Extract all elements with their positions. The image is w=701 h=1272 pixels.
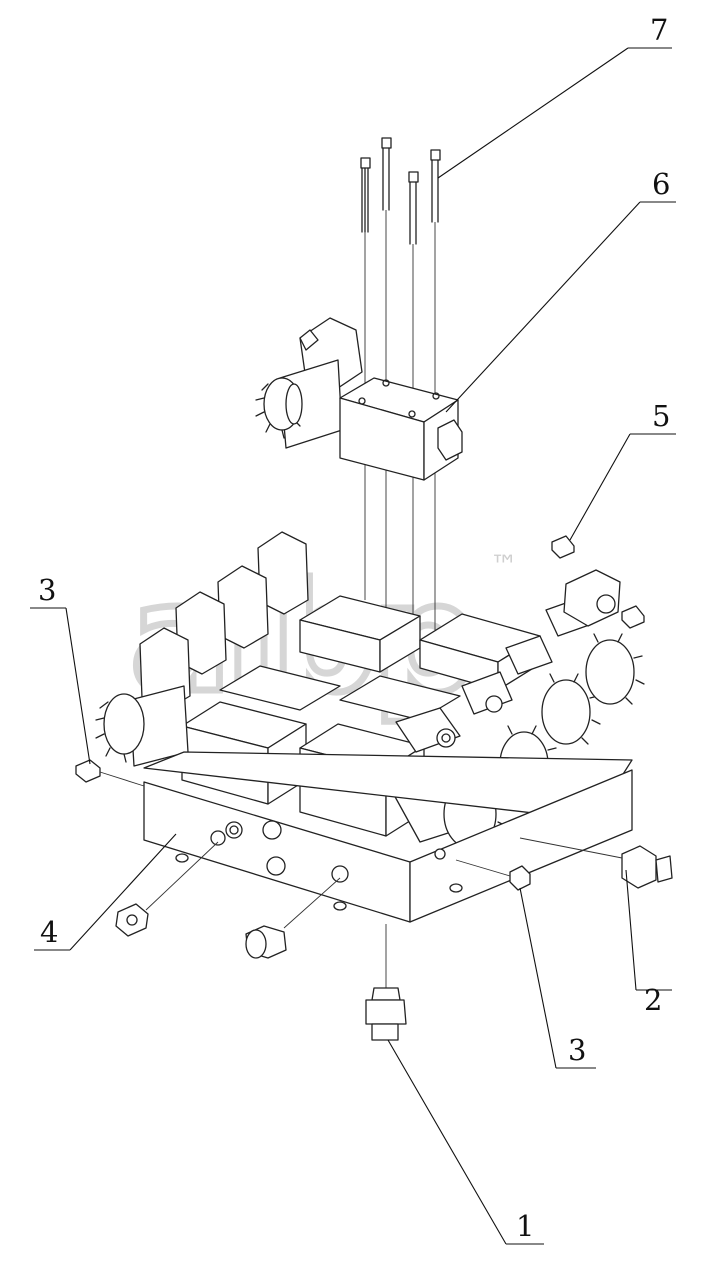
callout-1: 1: [516, 1209, 534, 1243]
valve-stack: [95, 531, 645, 857]
front-fittings: [115, 841, 341, 959]
part-1-fitting: [365, 924, 407, 1041]
callout-5: 5: [652, 399, 670, 433]
callout-7: 7: [650, 13, 668, 47]
part-3-plug-right: [455, 859, 531, 891]
callout-4: 4: [40, 915, 58, 949]
watermark-trademark: ™: [490, 549, 518, 582]
callout-3-left: 3: [38, 573, 56, 607]
part-2-fitting: [519, 837, 673, 889]
part-6-solenoid-valve: [255, 317, 463, 481]
callout-2: 2: [644, 983, 662, 1017]
callout-labels: 7 6 5 3 4 2 3 1: [38, 13, 670, 1243]
leader-lines: [30, 47, 676, 1245]
callout-6: 6: [652, 167, 670, 201]
callout-3-right: 3: [568, 1033, 586, 1067]
part-4-manifold-block: [143, 751, 633, 923]
part-3-plug-left: [75, 759, 145, 787]
